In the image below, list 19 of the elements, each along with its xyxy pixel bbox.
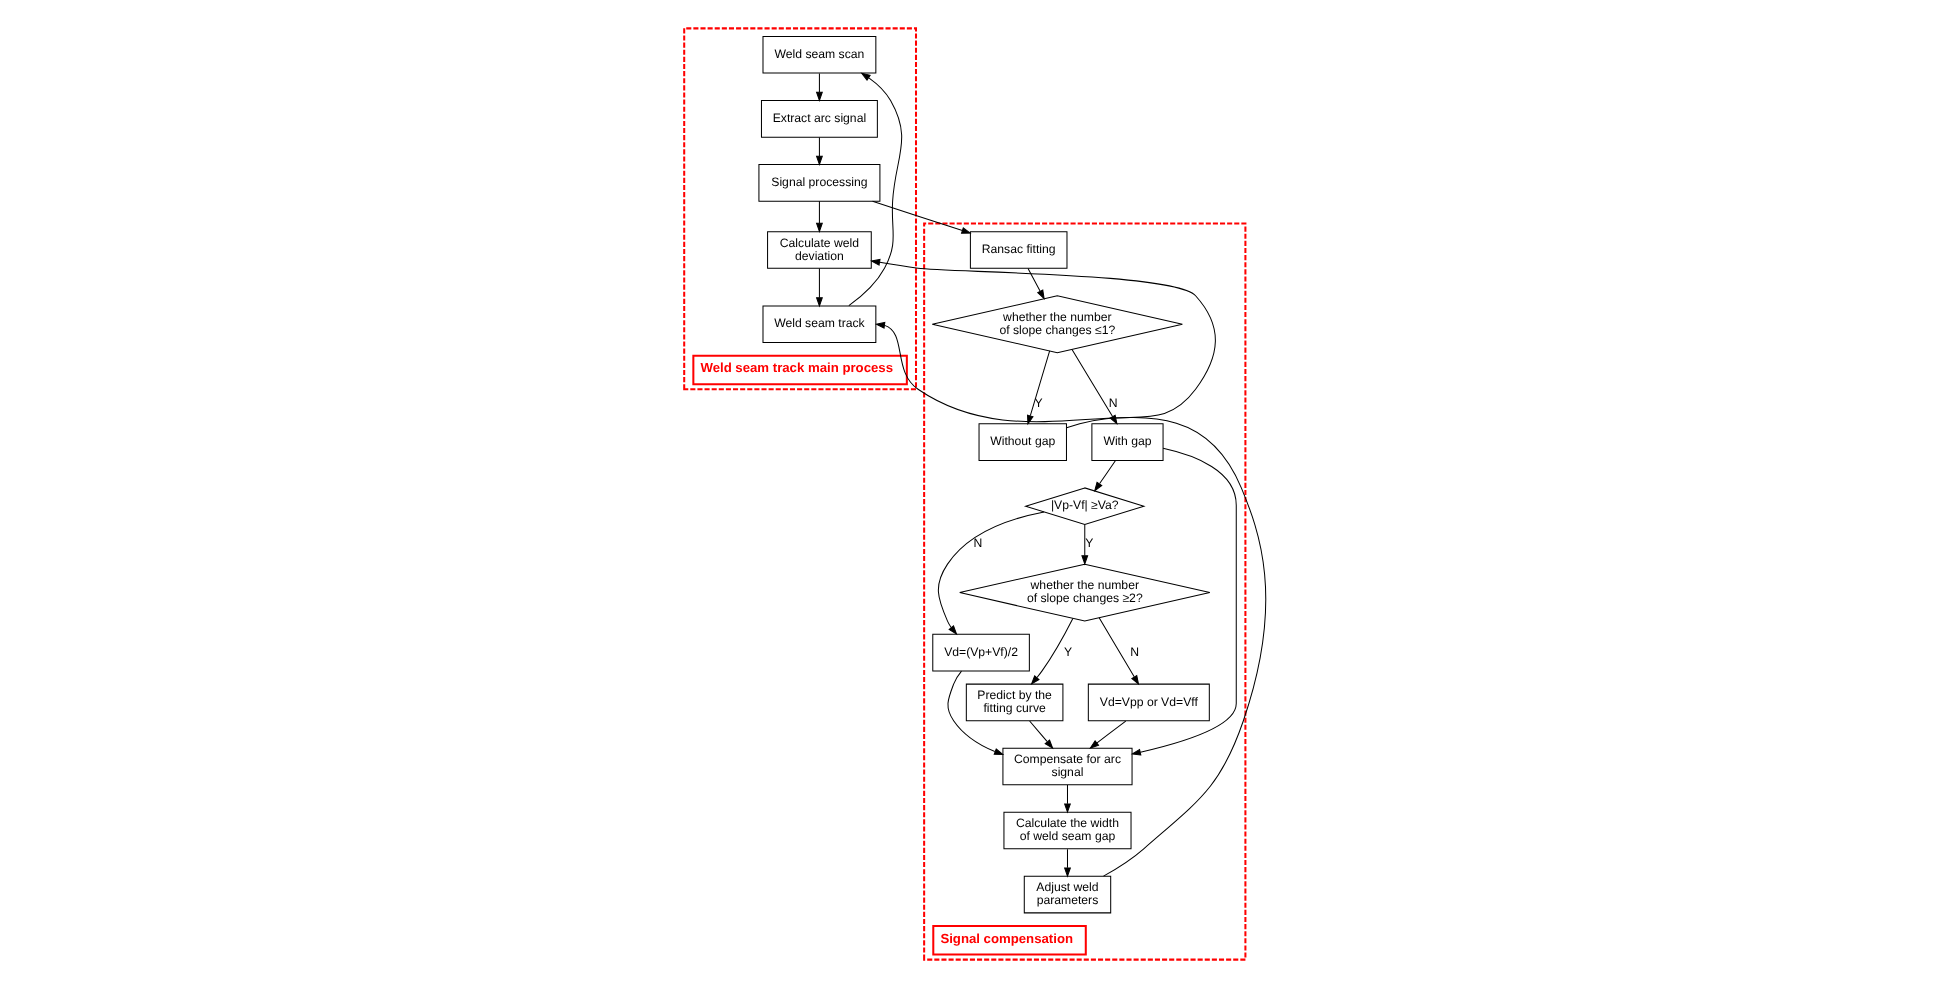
- arrow: [814, 200, 822, 234]
- arrow: [1092, 460, 1115, 492]
- arrow: [936, 511, 1044, 636]
- arrow: [1029, 618, 1073, 686]
- arrow: [1088, 720, 1126, 749]
- arrow: [1062, 848, 1071, 878]
- arrow: [1026, 350, 1050, 426]
- arrow: [814, 72, 822, 102]
- arrow: [1129, 447, 1236, 756]
- arrow: [1097, 617, 1139, 686]
- arrow: [814, 136, 822, 166]
- arrow: [873, 321, 1266, 877]
- arrow: [847, 72, 902, 307]
- arrow: [1026, 268, 1044, 300]
- arrow: [871, 200, 971, 234]
- arrow: [814, 268, 822, 308]
- arrow: [1028, 720, 1053, 750]
- arrow: [1062, 784, 1071, 814]
- arrow: [1080, 524, 1088, 566]
